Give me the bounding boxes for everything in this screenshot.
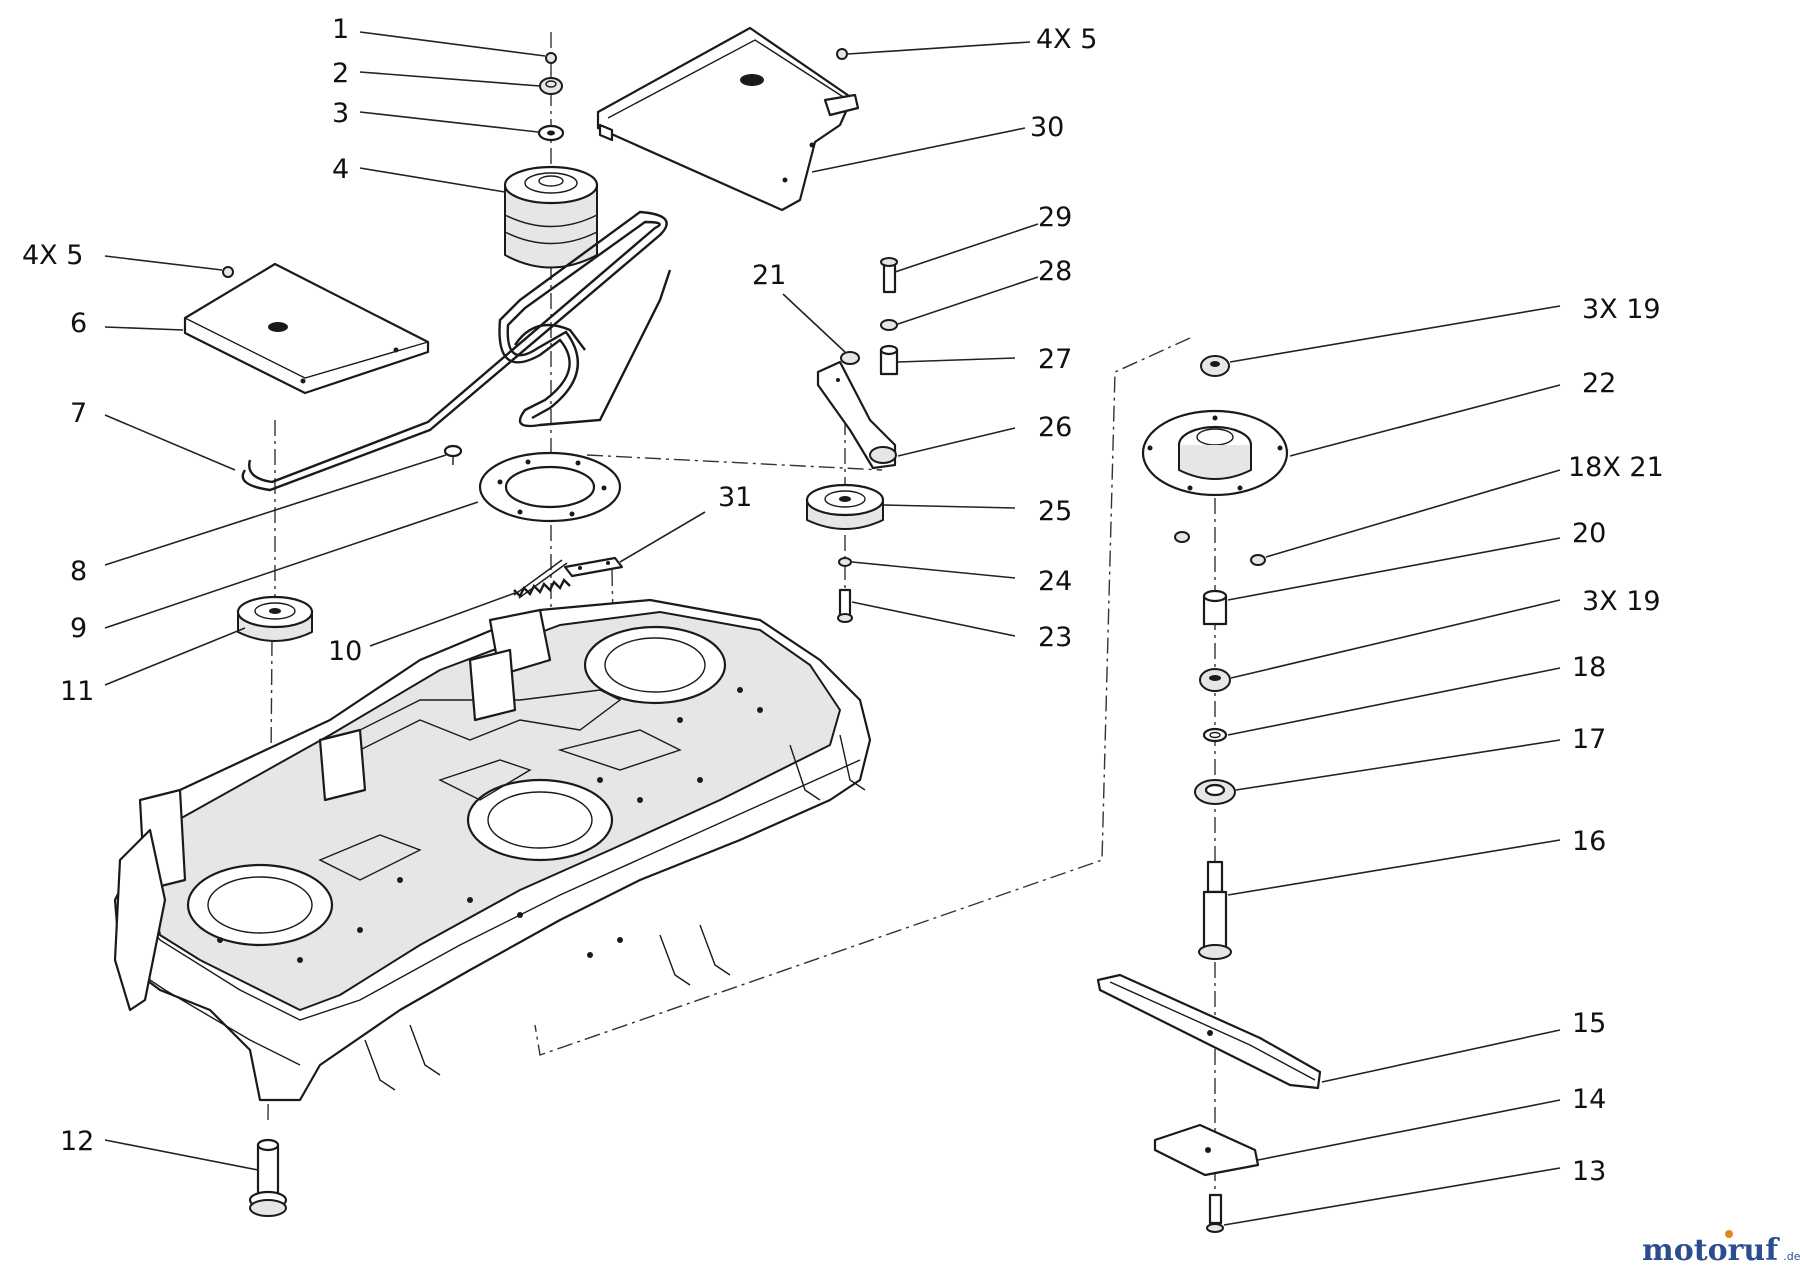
part-14-plate bbox=[1153, 1123, 1260, 1177]
callout-14: 14 bbox=[1572, 1084, 1606, 1115]
callout-6: 6 bbox=[70, 308, 87, 339]
part-12-spindle bbox=[248, 1138, 288, 1217]
part-5-screw-left bbox=[222, 266, 234, 278]
part-11-pulley bbox=[236, 595, 314, 642]
callout-16: 16 bbox=[1572, 826, 1606, 857]
callout-7: 7 bbox=[70, 398, 87, 429]
part-13-bolt bbox=[1206, 1193, 1224, 1233]
part-26-idler-arm bbox=[816, 360, 897, 470]
callout-27: 27 bbox=[1038, 344, 1072, 375]
part-19-bearing-mid bbox=[1199, 668, 1231, 692]
callout-2: 2 bbox=[332, 58, 349, 89]
part-30-belt-cover bbox=[596, 26, 860, 212]
callout-29: 29 bbox=[1038, 202, 1072, 233]
part-17-seal bbox=[1194, 779, 1236, 805]
watermark-dot-icon bbox=[1725, 1230, 1733, 1238]
part-21-housing-nuts bbox=[1174, 531, 1266, 566]
part-5-screw-top bbox=[836, 48, 848, 60]
part-2-nut bbox=[539, 77, 563, 95]
callout-3x19-top: 3X 19 bbox=[1582, 294, 1661, 325]
callout-24: 24 bbox=[1038, 566, 1072, 597]
watermark-brand-main: motoruf bbox=[1642, 1233, 1780, 1268]
callout-30: 30 bbox=[1030, 112, 1064, 143]
callout-20: 20 bbox=[1572, 518, 1606, 549]
callout-8: 8 bbox=[70, 556, 87, 587]
leader-lines bbox=[104, 31, 1561, 1226]
part-25-pulley bbox=[805, 483, 885, 530]
callout-labels: 1 2 3 4 4X 5 30 4X 5 6 7 8 9 10 11 12 21… bbox=[22, 14, 1664, 1187]
callout-22: 22 bbox=[1582, 368, 1616, 399]
part-3-washer bbox=[537, 124, 565, 142]
part-18-washer bbox=[1202, 727, 1228, 743]
watermark: motoruf .de bbox=[1642, 1230, 1800, 1268]
part-16-spindle-shaft bbox=[1198, 860, 1232, 960]
part-15-blade bbox=[1096, 973, 1322, 1090]
callout-15: 15 bbox=[1572, 1008, 1606, 1039]
callout-3x19-mid: 3X 19 bbox=[1582, 586, 1661, 617]
part-29-bolt bbox=[880, 257, 898, 294]
watermark-brand: motoruf .de bbox=[1642, 1233, 1800, 1268]
part-22-spindle-housing bbox=[1141, 409, 1289, 497]
part-8-bolt bbox=[443, 444, 463, 465]
callout-21: 21 bbox=[752, 260, 786, 291]
parts bbox=[183, 26, 1322, 1233]
part-23-bolt bbox=[837, 588, 853, 623]
callout-18: 18 bbox=[1572, 652, 1606, 683]
callout-28: 28 bbox=[1038, 256, 1072, 287]
callout-18x21: 18X 21 bbox=[1568, 452, 1664, 483]
callout-17: 17 bbox=[1572, 724, 1606, 755]
part-19-bearing-top bbox=[1200, 355, 1230, 377]
callout-26: 26 bbox=[1038, 412, 1072, 443]
callout-13: 13 bbox=[1572, 1156, 1606, 1187]
callout-4x5-top: 4X 5 bbox=[1036, 24, 1097, 55]
part-28-washer bbox=[880, 319, 898, 331]
part-7-drive-belt bbox=[241, 210, 672, 492]
part-20-spacer bbox=[1202, 589, 1228, 626]
part-6-belt-cover bbox=[183, 262, 430, 395]
mower-deck bbox=[113, 598, 872, 1102]
part-1-bolt bbox=[545, 52, 557, 64]
callout-25: 25 bbox=[1038, 496, 1072, 527]
watermark-brand-suffix: .de bbox=[1783, 1250, 1800, 1263]
part-9-plate bbox=[478, 451, 622, 523]
callout-4: 4 bbox=[332, 154, 349, 185]
part-24-washer bbox=[838, 557, 852, 567]
part-27-spacer bbox=[879, 344, 899, 376]
callout-3: 3 bbox=[332, 98, 349, 129]
callout-31: 31 bbox=[718, 482, 752, 513]
callout-11: 11 bbox=[60, 676, 94, 707]
callout-9: 9 bbox=[70, 613, 87, 644]
callout-4x5-left: 4X 5 bbox=[22, 240, 83, 271]
callout-12: 12 bbox=[60, 1126, 94, 1157]
callout-1: 1 bbox=[332, 14, 349, 45]
part-31-bracket bbox=[563, 556, 624, 578]
part-10-spring bbox=[513, 559, 571, 599]
part-21-nut bbox=[840, 351, 860, 365]
callout-23: 23 bbox=[1038, 622, 1072, 653]
callout-10: 10 bbox=[328, 636, 362, 667]
